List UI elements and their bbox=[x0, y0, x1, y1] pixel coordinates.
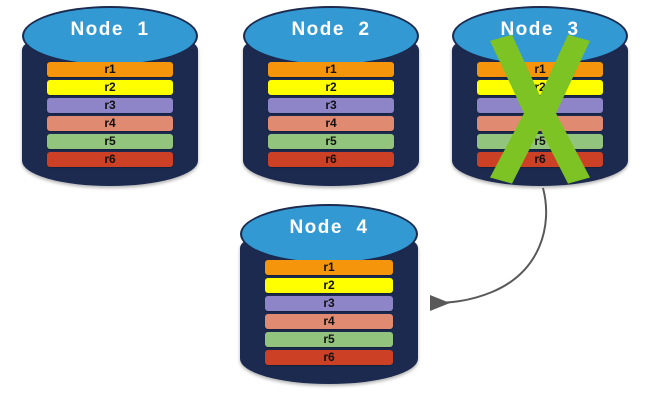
node-4-row-r4[interactable]: r4 bbox=[264, 314, 394, 329]
node-3-row-r6-label: r6 bbox=[534, 152, 546, 166]
node-3-row-r1-label: r1 bbox=[534, 62, 546, 76]
node-4-label: Node 4 bbox=[289, 217, 369, 238]
node-4-row-r6[interactable]: r6 bbox=[264, 350, 394, 365]
node-2-row-r4-label: r4 bbox=[325, 116, 337, 130]
node-1-row-list: r1 r2 r3 r4 r5 r6 bbox=[46, 62, 174, 170]
node-2-row-r2-label: r2 bbox=[325, 80, 337, 94]
node-3-row-r4-label: r4 bbox=[534, 116, 546, 130]
node-3-row-r4[interactable]: r4 bbox=[476, 116, 604, 131]
node-2-row-r1[interactable]: r1 bbox=[267, 62, 395, 77]
node-2-row-r5-label: r5 bbox=[325, 134, 337, 148]
node-1-row-r2-label: r2 bbox=[104, 80, 116, 94]
node-4-row-r1-label: r1 bbox=[323, 260, 335, 274]
node-1-label: Node 1 bbox=[70, 19, 150, 40]
connector-arrow-path bbox=[429, 187, 548, 312]
node-2-row-r6-label: r6 bbox=[325, 152, 337, 166]
node-1-row-r6[interactable]: r6 bbox=[46, 152, 174, 167]
node-3-row-r3-label: r3 bbox=[534, 98, 546, 112]
node-1-row-r1-label: r1 bbox=[104, 62, 116, 76]
node-1-row-r4-label: r4 bbox=[104, 116, 116, 130]
node-3-row-r2-label: r2 bbox=[534, 80, 546, 94]
node-2-top-disc bbox=[243, 6, 419, 66]
node-4-row-r4-label: r4 bbox=[323, 314, 335, 328]
node-4-row-r5[interactable]: r5 bbox=[264, 332, 394, 347]
node-2-row-r3[interactable]: r3 bbox=[267, 98, 395, 113]
node-4-row-list: r1 r2 r3 r4 r5 r6 bbox=[264, 260, 394, 368]
node-1-row-r5[interactable]: r5 bbox=[46, 134, 174, 149]
node-4-row-r5-label: r5 bbox=[323, 332, 335, 346]
node-3-row-r5-label: r5 bbox=[534, 134, 546, 148]
node-4-row-r3[interactable]: r3 bbox=[264, 296, 394, 311]
node-4-row-r2[interactable]: r2 bbox=[264, 278, 394, 293]
node-1-cylinder[interactable]: Node 1 r1 r2 r3 r4 r5 r6 bbox=[22, 6, 198, 186]
node-3-row-r6[interactable]: r6 bbox=[476, 152, 604, 167]
node-1-row-r3[interactable]: r3 bbox=[46, 98, 174, 113]
node-3-row-list: r1 r2 r3 r4 r5 r6 bbox=[476, 62, 604, 170]
node-2-row-list: r1 r2 r3 r4 r5 r6 bbox=[267, 62, 395, 170]
node-1-row-r1[interactable]: r1 bbox=[46, 62, 174, 77]
node-4-row-r3-label: r3 bbox=[323, 296, 335, 310]
node-3-row-r3[interactable]: r3 bbox=[476, 98, 604, 113]
node-1-row-r2[interactable]: r2 bbox=[46, 80, 174, 95]
node-2-row-r4[interactable]: r4 bbox=[267, 116, 395, 131]
node-1-row-r5-label: r5 bbox=[104, 134, 116, 148]
node-1-row-r4[interactable]: r4 bbox=[46, 116, 174, 131]
node-3-label: Node 3 bbox=[500, 19, 580, 40]
node-3-cylinder[interactable]: Node 3 r1 r2 r3 r4 r5 r6 bbox=[452, 6, 628, 186]
node-2-row-r1-label: r1 bbox=[325, 62, 337, 76]
node-1-row-r6-label: r6 bbox=[104, 152, 116, 166]
node-2-row-r2[interactable]: r2 bbox=[267, 80, 395, 95]
node-2-row-r6[interactable]: r6 bbox=[267, 152, 395, 167]
node-4-row-r2-label: r2 bbox=[323, 278, 335, 292]
node-3-row-r1[interactable]: r1 bbox=[476, 62, 604, 77]
node-2-row-r5[interactable]: r5 bbox=[267, 134, 395, 149]
node-4-row-r6-label: r6 bbox=[323, 350, 335, 364]
node-4-row-r1[interactable]: r1 bbox=[264, 260, 394, 275]
node-3-row-r5[interactable]: r5 bbox=[476, 134, 604, 149]
node-2-row-r3-label: r3 bbox=[325, 98, 337, 112]
node-1-top-disc bbox=[22, 6, 198, 66]
node-4-cylinder[interactable]: Node 4 r1 r2 r3 r4 r5 r6 bbox=[240, 204, 418, 384]
node-3-row-r2[interactable]: r2 bbox=[476, 80, 604, 95]
node-2-cylinder[interactable]: Node 2 r1 r2 r3 r4 r5 r6 bbox=[243, 6, 419, 186]
node-2-label: Node 2 bbox=[291, 19, 371, 40]
node-1-row-r3-label: r3 bbox=[104, 98, 116, 112]
